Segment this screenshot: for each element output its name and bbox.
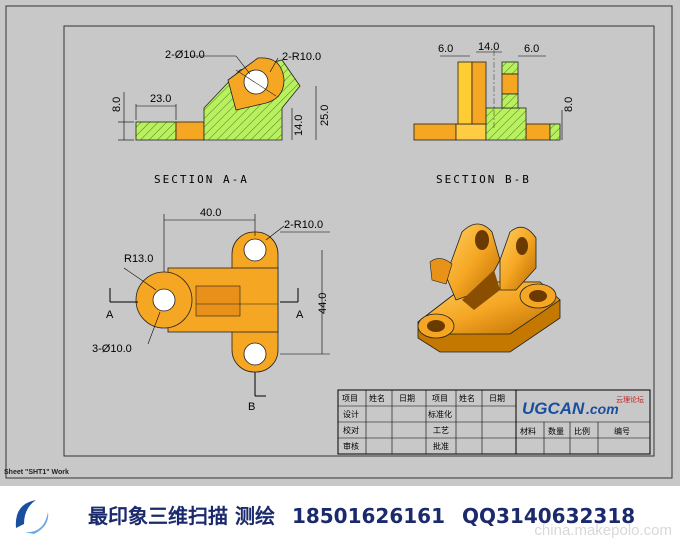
section-bb-view: 6.0 14.0 6.0 8.0 SECTION B-B: [413, 41, 575, 186]
isometric-view: [417, 223, 561, 353]
tb-header-2: 日期: [399, 394, 415, 403]
dim-top-40: 40.0: [200, 207, 221, 219]
footer-banner: 最印象三维扫描 测绘 18501626161 QQ3140632318: [0, 486, 680, 542]
watermark: china.makepolo.com: [534, 522, 672, 539]
cut-label-a-left: A: [106, 309, 114, 321]
tb-lower-2: 比例: [574, 426, 590, 436]
tb-header-3: 项目: [432, 394, 448, 403]
dim-aa-width: 23.0: [150, 93, 171, 105]
dim-top-radius: 2-R10.0: [284, 219, 323, 231]
ugcan-logo: UGCAN .com 云理论坛: [522, 395, 644, 418]
section-bb-title: SECTION B-B: [436, 173, 531, 186]
dim-aa-thick: 8.0: [111, 97, 123, 112]
section-aa-view: 2-Ø10.0 2-R10.0 23.0 8.0 14.0 25.0 SECTI…: [111, 49, 331, 186]
dim-bb-14: 14.0: [478, 41, 499, 53]
tb-mid-1: 工艺: [433, 426, 449, 435]
top-view-hole-top: [243, 238, 267, 262]
dim-bb-6-left: 6.0: [438, 43, 453, 55]
section-aa-title: SECTION A-A: [154, 173, 249, 186]
dim-bb-6-right: 6.0: [524, 43, 539, 55]
dim-aa-radius: 2-R10.0: [282, 51, 321, 63]
sheet-label: Sheet "SHT1" Work: [4, 469, 69, 476]
outer-frame: [5, 5, 673, 479]
cut-label-a-right: A: [296, 309, 304, 321]
section-aa-hole: [243, 69, 269, 95]
tb-header-1: 姓名: [369, 393, 385, 403]
company-logo-icon: [15, 500, 49, 534]
tb-row-2: 审核: [343, 441, 359, 451]
tb-header-4: 姓名: [459, 393, 475, 403]
footer-contact: 最印象三维扫描 测绘 18501626161 QQ3140632318: [88, 500, 645, 529]
section-bb-left-ear: [457, 61, 473, 125]
drawing-area: [0, 0, 680, 486]
footer-phone: 18501626161: [291, 504, 446, 528]
top-view: 40.0 2-R10.0 R13.0 3-Ø10.0 44.0 A A B: [92, 207, 330, 413]
tb-mid-2: 批准: [433, 441, 449, 451]
top-view-hole-bottom: [243, 342, 267, 366]
section-aa-hatch-left: [135, 121, 177, 141]
tb-row-1: 校对: [343, 425, 359, 435]
tb-lower-3: 编号: [614, 426, 630, 436]
tb-header-0: 项目: [342, 394, 358, 403]
tb-header-5: 日期: [489, 394, 505, 403]
dim-aa-h25: 25.0: [319, 105, 331, 126]
dim-top-holes: 3-Ø10.0: [92, 343, 132, 355]
tb-row-0: 设计: [343, 409, 359, 419]
dim-top-r13: R13.0: [124, 253, 153, 265]
dim-aa-hole: 2-Ø10.0: [165, 49, 205, 61]
footer-company: 最印象三维扫描 测绘: [88, 504, 275, 528]
svg-text:云理论坛: 云理论坛: [616, 395, 644, 404]
svg-text:.com: .com: [586, 401, 619, 417]
section-bb-hatch: [485, 107, 527, 141]
dim-top-44: 44.0: [317, 293, 329, 314]
tb-mid-0: 标准化: [428, 409, 452, 419]
tb-lower-1: 数量: [548, 426, 564, 436]
dim-aa-h14: 14.0: [293, 115, 305, 136]
cut-label-b: B: [248, 401, 255, 413]
section-aa-hole-left: [175, 121, 205, 141]
inner-frame: [63, 25, 655, 457]
dim-bb-8: 8.0: [563, 97, 575, 112]
engineering-drawing: 2-Ø10.0 2-R10.0 23.0 8.0 14.0 25.0 SECTI…: [4, 5, 673, 479]
svg-text:UGCAN: UGCAN: [522, 399, 585, 418]
title-block: 项目 姓名 日期 项目 姓名 日期 设计 校对 审核 标准化 工艺 批准 材料 …: [337, 389, 651, 455]
top-view-hole-left: [152, 288, 176, 312]
tb-lower-0: 材料: [520, 426, 536, 436]
footer-qq: QQ3140632318: [461, 504, 636, 528]
